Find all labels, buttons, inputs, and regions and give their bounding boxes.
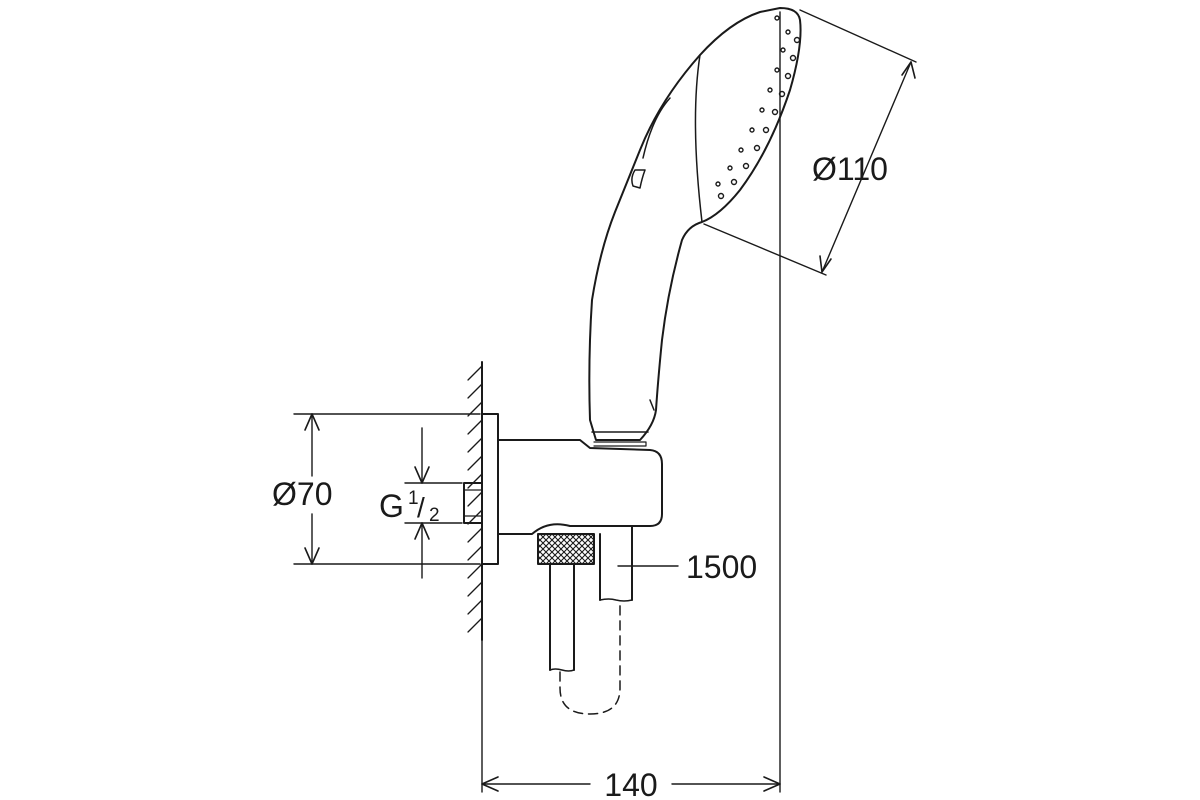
wall — [467, 361, 483, 641]
label-head-diameter: Ø110 — [812, 151, 888, 187]
hose — [549, 525, 633, 715]
outlet-nut — [537, 533, 595, 565]
wall-flange — [481, 413, 499, 565]
dimension-flange-diameter — [293, 413, 481, 565]
label-overall-depth: 140 — [604, 767, 657, 800]
dimension-head-diameter — [703, 9, 917, 276]
label-thread-letter: G — [379, 488, 404, 524]
label-thread-numerator: 1 — [408, 488, 419, 509]
label-thread-denominator: 2 — [429, 505, 440, 526]
label-flange-diameter: Ø70 — [272, 476, 332, 512]
dimension-thread — [404, 427, 463, 579]
label-hose-length: 1500 — [686, 549, 757, 585]
dimension-overall-depth — [481, 11, 781, 793]
thread-connector — [463, 482, 483, 524]
hand-shower — [588, 7, 802, 447]
shower-holder — [497, 439, 663, 535]
label-thread-slash: / — [417, 492, 425, 523]
